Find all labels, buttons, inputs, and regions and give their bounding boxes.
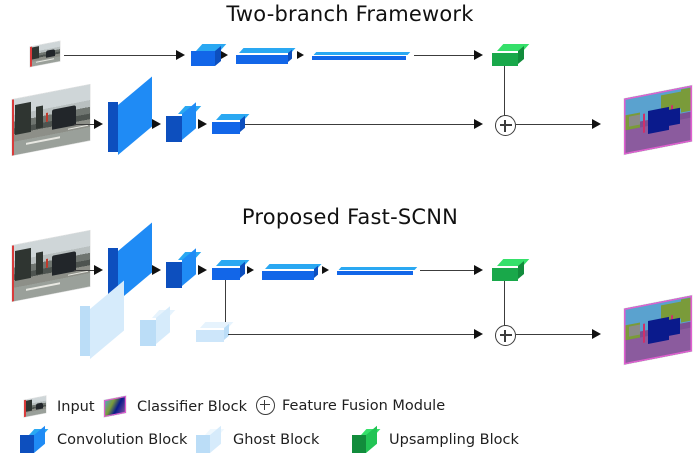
arrow-head-global-3 [297, 51, 304, 59]
arrow-head-stem-1 [94, 265, 103, 275]
arrow-head-stem-5 [322, 266, 329, 274]
convolution-block-d3 [212, 114, 250, 134]
arrow-head-detail-1 [94, 119, 103, 129]
input-edge [12, 245, 14, 302]
upsampling-block-top [492, 44, 530, 66]
legend-label-input: Input [57, 399, 95, 415]
convolution-block-g3 [312, 52, 410, 60]
convolution-block-d1 [108, 76, 154, 155]
arrow-head-stem-2 [152, 265, 161, 275]
legend-item-upsampling-block: Upsampling Block [352, 425, 519, 453]
arrow-head-stem-6 [474, 265, 483, 275]
convolution-block-shared-split [212, 260, 250, 280]
legend-label-ghost-block: Ghost Block [233, 432, 320, 448]
ghost-block-icon [196, 425, 226, 453]
arrow-line-output-bottom [516, 334, 594, 336]
legend-label-feature-fusion: Feature Fusion Module [282, 397, 446, 414]
classifier-block-icon [104, 395, 130, 418]
arrow-head-global-2 [221, 51, 228, 59]
diagram-fast-scnn [0, 222, 700, 392]
ghost-block-2 [140, 306, 176, 346]
legend-item-feature-fusion: Feature Fusion Module [256, 396, 445, 415]
legend-row-1: Input Classifier Block Feature Fusion Mo… [0, 395, 700, 422]
segmentation-output-top [624, 85, 692, 155]
arrow-line-global-1 [64, 55, 178, 57]
section-title-two-branch: Two-branch Framework [226, 2, 474, 26]
convolution-block-s1 [108, 222, 154, 301]
convolution-block-d2 [166, 102, 202, 142]
feature-fusion-module-top [495, 115, 516, 136]
connector-shared-split [225, 280, 227, 330]
connector-upsample-to-fusion-bottom [504, 281, 506, 329]
arrow-head-detail-4 [474, 119, 483, 129]
ghost-block-1 [80, 280, 126, 359]
arrow-head-global-1 [176, 50, 185, 60]
arrow-line-ghost-to-fusion [228, 334, 476, 336]
arrow-line-global-4 [414, 55, 476, 57]
convolution-block-s2 [166, 248, 202, 288]
input-image-large-bottom [12, 230, 90, 302]
feature-fusion-module-bottom [495, 325, 516, 346]
arrow-head-stem-3 [198, 265, 207, 275]
upsampling-block-icon [352, 425, 382, 453]
arrow-head-detail-3 [198, 119, 207, 129]
arrow-head-stem-4 [247, 266, 254, 274]
arrow-line-detail-1 [74, 124, 96, 126]
convolution-block-s3 [262, 264, 322, 280]
legend-item-classifier-block: Classifier Block [104, 395, 248, 418]
arrow-head-ghost-to-fusion [474, 329, 483, 339]
input-image-small [30, 41, 60, 67]
legend-label-upsampling-block: Upsampling Block [389, 432, 519, 448]
legend-row-2: Convolution Block Ghost Block [0, 425, 700, 454]
segmentation-output-bottom [624, 295, 692, 365]
legend-item-ghost-block: Ghost Block [196, 425, 320, 453]
legend-item-input: Input [24, 395, 95, 418]
arrow-head-global-4 [474, 50, 483, 60]
legend-label-convolution-block: Convolution Block [57, 432, 188, 448]
arrow-head-detail-2 [152, 119, 161, 129]
ghost-block-3 [196, 322, 234, 342]
convolution-block-g2 [236, 48, 296, 64]
convolution-block-s4 [337, 267, 417, 275]
input-edge [12, 99, 14, 156]
arrow-line-output-top [516, 124, 594, 126]
upsampling-block-bottom [492, 259, 530, 281]
arrow-head-output-top [592, 119, 601, 129]
arrow-head-output-bottom [592, 329, 601, 339]
legend-label-classifier-block: Classifier Block [137, 399, 248, 415]
section-title-fast-scnn: Proposed Fast-SCNN [241, 205, 459, 229]
legend: Input Classifier Block Feature Fusion Mo… [0, 392, 700, 467]
convolution-block-icon [20, 425, 50, 453]
convolution-block-g1 [191, 44, 227, 66]
arrow-line-detail-4 [245, 124, 476, 126]
input-image-large-top [12, 84, 90, 156]
connector-upsample-to-fusion-top [504, 66, 506, 118]
plus-circle-icon [256, 396, 275, 415]
input-thumbnail-icon [24, 395, 50, 418]
diagram-two-branch: + [0, 30, 700, 190]
arrow-line-stem-6 [420, 270, 476, 272]
arrow-line-stem-1 [74, 270, 96, 272]
legend-item-convolution-block: Convolution Block [20, 425, 188, 453]
